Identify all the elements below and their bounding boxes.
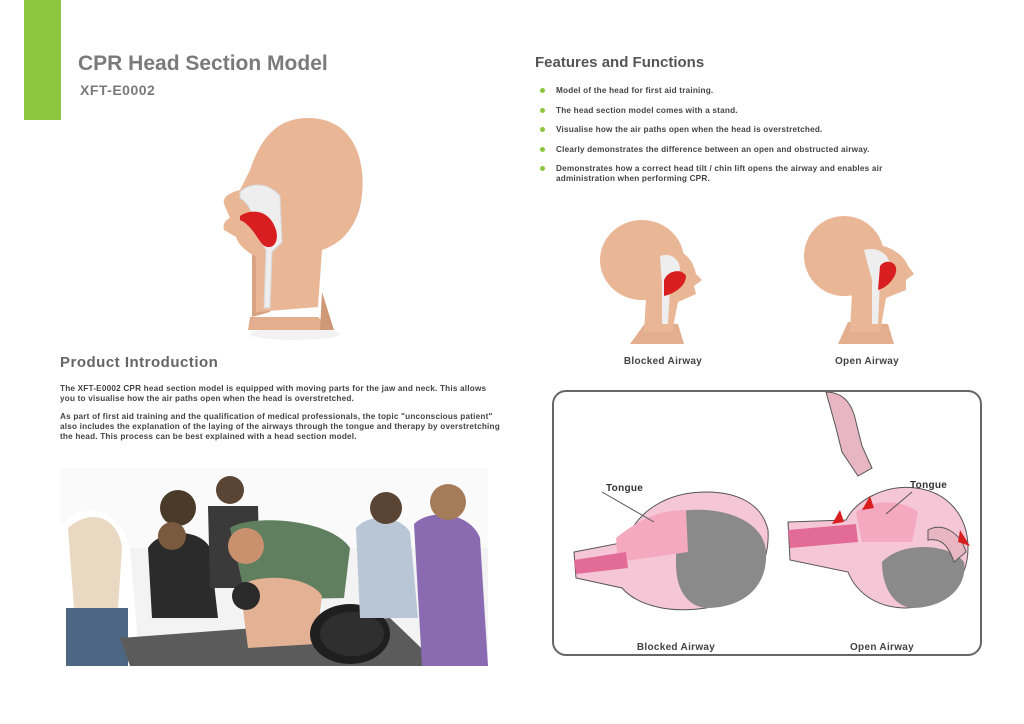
green-accent-bar — [24, 0, 61, 120]
open-airway-caption: Open Airway — [834, 356, 900, 367]
tongue-label-blocked: Tongue — [606, 483, 644, 494]
features-heading: Features and Functions — [535, 54, 705, 71]
bullet-icon — [540, 88, 545, 93]
blocked-airway-model-image — [600, 220, 702, 344]
tongue-label-open: Tongue — [910, 480, 948, 491]
feature-item: Clearly demonstrates the difference betw… — [540, 145, 930, 155]
introduction-paragraph: As part of first aid training and the qu… — [60, 412, 500, 441]
bullet-icon — [540, 166, 545, 171]
diagram-blocked-airway-caption: Blocked Airway — [636, 642, 716, 653]
diagram-open-airway-caption: Open Airway — [849, 642, 915, 653]
introduction-paragraph: The XFT-E0002 CPR head section model is … — [60, 384, 487, 403]
open-airway-model-image — [804, 216, 914, 344]
bullet-icon — [540, 127, 545, 132]
cpr-training-photo — [60, 468, 488, 666]
features-list: Model of the head for first aid training… — [540, 86, 930, 194]
feature-item: The head section model comes with a stan… — [540, 106, 930, 116]
feature-item: Model of the head for first aid training… — [540, 86, 930, 96]
head-model-image — [223, 118, 363, 340]
bullet-icon — [540, 146, 545, 152]
feature-item: Demonstrates how a correct head tilt / c… — [540, 164, 930, 184]
airway-diagram-illustration — [573, 392, 970, 611]
model-number: XFT-E0002 — [80, 82, 156, 98]
blocked-airway-caption: Blocked Airway — [623, 356, 703, 367]
introduction-heading: Product Introduction — [60, 354, 219, 371]
bullet-icon — [540, 107, 545, 113]
feature-item: Visualise how the air paths open when th… — [540, 125, 930, 135]
page-title: CPR Head Section Model — [78, 52, 328, 75]
